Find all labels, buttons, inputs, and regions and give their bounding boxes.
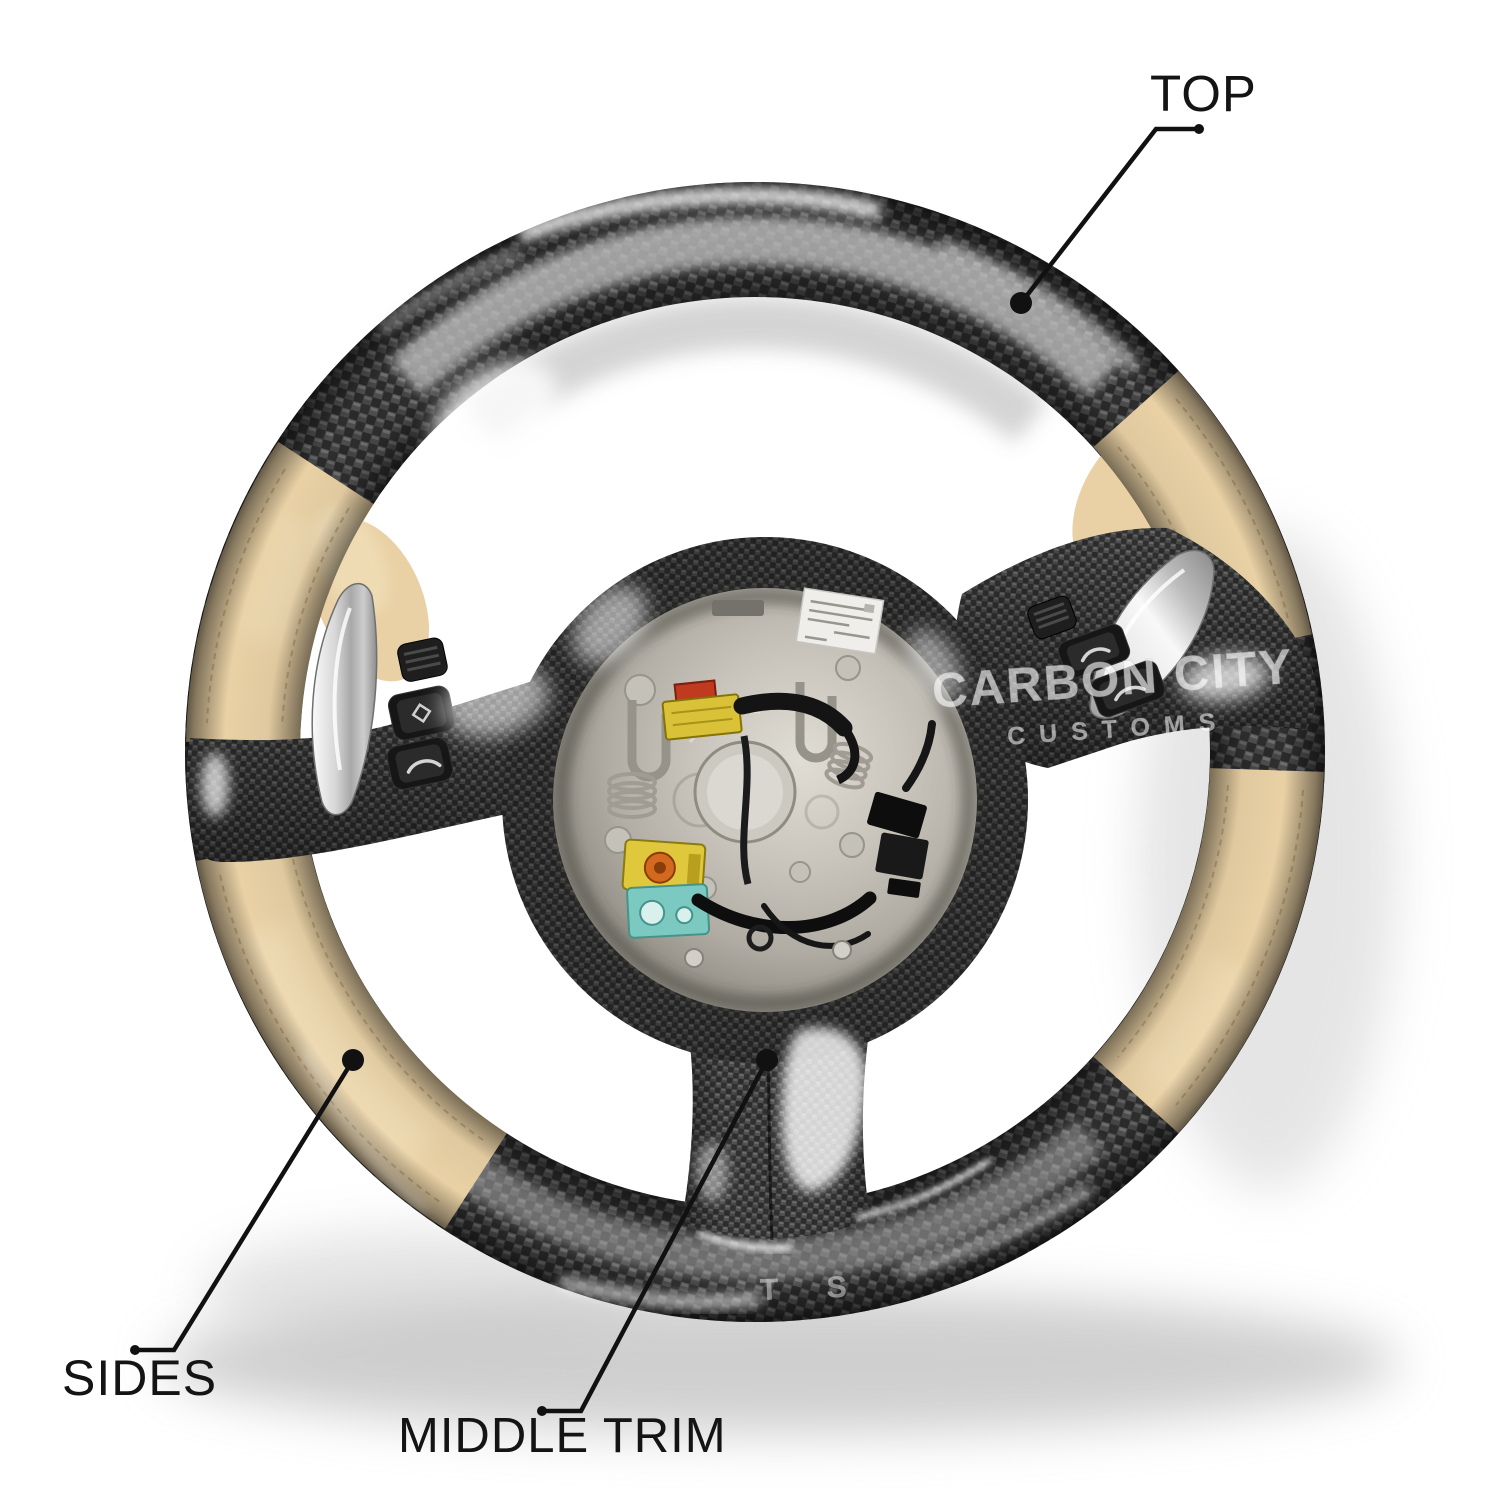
sides-callout-target-dot <box>342 1049 364 1071</box>
phone-icon <box>1114 685 1146 702</box>
top-callout-target-dot <box>1010 292 1032 314</box>
airbag-connector-bottom <box>621 838 707 896</box>
top-callout-end-dot <box>1194 124 1204 134</box>
annotation-top-label: TOP <box>1150 65 1257 122</box>
sides-callout-line <box>130 1049 364 1355</box>
gloss-highlights <box>201 187 1270 1308</box>
phone-icon <box>1080 647 1111 663</box>
annotation-sides-label: SIDES <box>62 1350 218 1406</box>
diamond-icon <box>411 703 432 724</box>
hub-carbon-ring <box>502 537 1028 1063</box>
wire-sleeve <box>733 692 853 737</box>
right-connector-stack <box>867 791 929 898</box>
hub-top-slot <box>712 600 764 616</box>
callouts <box>130 124 1204 1416</box>
middle-trim-callout-line <box>537 1049 778 1416</box>
right-spoke-buttons <box>1027 595 1166 718</box>
middle-trim-callout-end-dot <box>537 1406 547 1416</box>
airbag-connector-top <box>661 679 743 741</box>
left-paddle-shifter <box>311 583 378 816</box>
top-callout-line <box>1010 124 1204 314</box>
hub-assembly <box>502 537 1028 1063</box>
hub-sticker <box>795 587 885 655</box>
left-spoke-buttons <box>386 637 456 790</box>
sides-callout-end-dot <box>130 1345 140 1355</box>
wiring-harness <box>691 720 936 952</box>
middle-trim-callout-target-dot <box>756 1049 778 1071</box>
phone-icon <box>406 759 442 774</box>
annotation-middle-trim-label: MIDDLE TRIM <box>398 1409 727 1463</box>
teal-connector <box>626 883 711 939</box>
